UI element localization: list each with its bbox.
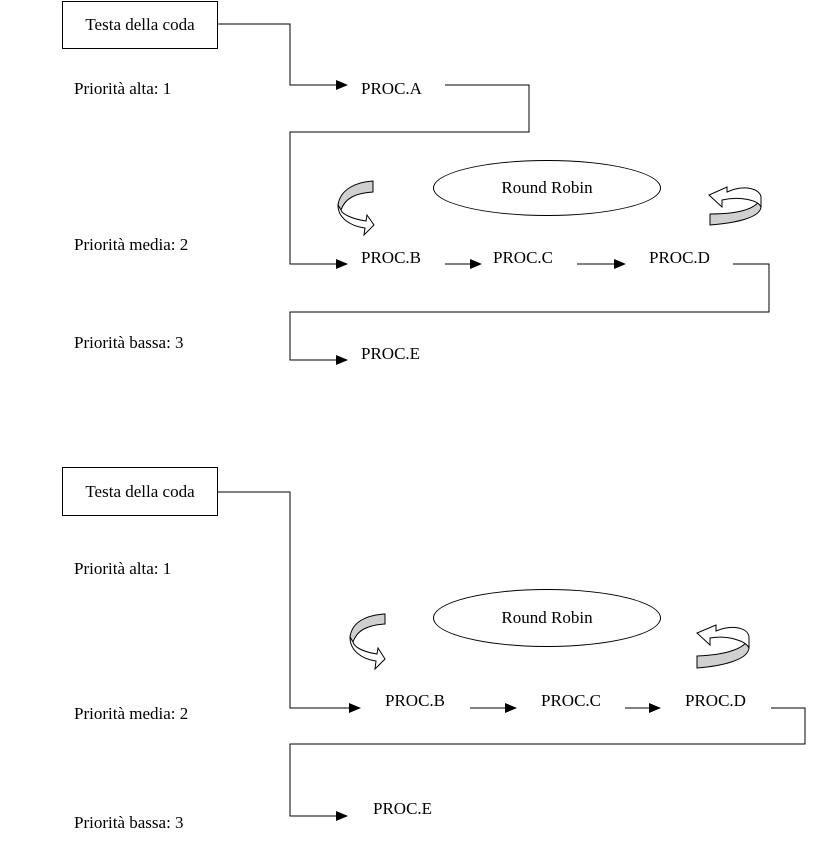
diagram-1-connectors — [217, 23, 770, 365]
head-to-proc-b — [217, 491, 361, 713]
priority-high-label: Priorità alta: 1 — [74, 559, 172, 578]
round-robin-label: Round Robin — [501, 178, 593, 197]
proc-a-to-proc-b — [289, 84, 530, 269]
rotate-arrow-left-icon — [349, 613, 386, 671]
proc-d-to-proc-e — [289, 263, 770, 365]
priority-medium-label: Priorità media: 2 — [74, 235, 189, 254]
proc-e: PROC.E — [373, 799, 433, 818]
proc-c: PROC.C — [541, 691, 601, 710]
priority-low-label: Priorità bassa: 3 — [74, 333, 184, 352]
proc-d: PROC.D — [649, 248, 710, 267]
proc-b: PROC.B — [385, 691, 445, 710]
rotate-arrow-right-icon — [696, 624, 750, 669]
queue-head-box: Testa della coda — [62, 467, 218, 516]
queue-head-label: Testa della coda — [85, 15, 195, 34]
round-robin-label: Round Robin — [501, 608, 593, 627]
proc-b: PROC.B — [361, 248, 421, 267]
queue-head-label: Testa della coda — [85, 481, 195, 501]
proc-e: PROC.E — [361, 344, 421, 363]
round-robin-ellipse: Round Robin — [433, 160, 661, 216]
rotate-arrow-right-icon — [708, 186, 762, 226]
round-robin-ellipse: Round Robin — [433, 589, 661, 647]
queue-head-box: Testa della coda — [62, 1, 218, 49]
diagram-2-connectors — [217, 491, 806, 821]
proc-a: PROC.A — [361, 79, 422, 98]
head-to-proc-a — [217, 23, 348, 90]
priority-medium-label: Priorità media: 2 — [74, 704, 189, 723]
proc-c: PROC.C — [493, 248, 553, 267]
proc-d-to-proc-e — [289, 707, 806, 821]
priority-high-label: Priorità alta: 1 — [74, 79, 172, 98]
rotate-arrow-left-icon — [337, 180, 375, 237]
proc-d: PROC.D — [685, 691, 746, 710]
priority-low-label: Priorità bassa: 3 — [74, 813, 184, 832]
